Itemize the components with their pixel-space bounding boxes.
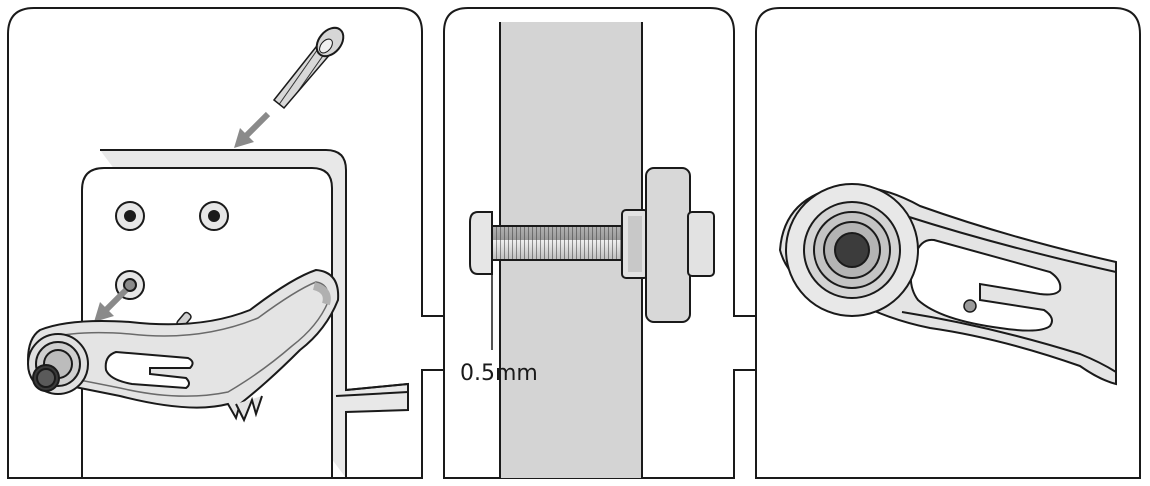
pin-icon [963,299,977,313]
bearing-ring-icon [27,333,89,395]
panel-3 [778,183,1117,386]
insert-arrow-icon [94,287,129,322]
insert-arrow-icon [234,111,271,148]
nut-icon [621,167,715,323]
gap-indicator: 0.5mm [460,274,538,386]
bolt-icon [469,211,625,275]
mounting-hole [199,201,229,231]
gap-label: 0.5mm [460,361,538,386]
panel-1 [26,26,409,479]
panel-3-frame [755,7,1141,479]
mounting-hole [115,201,145,231]
bracket-arm [26,268,340,423]
panel-2: 0.5mm [460,22,715,478]
screw-icon [272,26,345,110]
bearing-ring-icon [785,183,919,317]
